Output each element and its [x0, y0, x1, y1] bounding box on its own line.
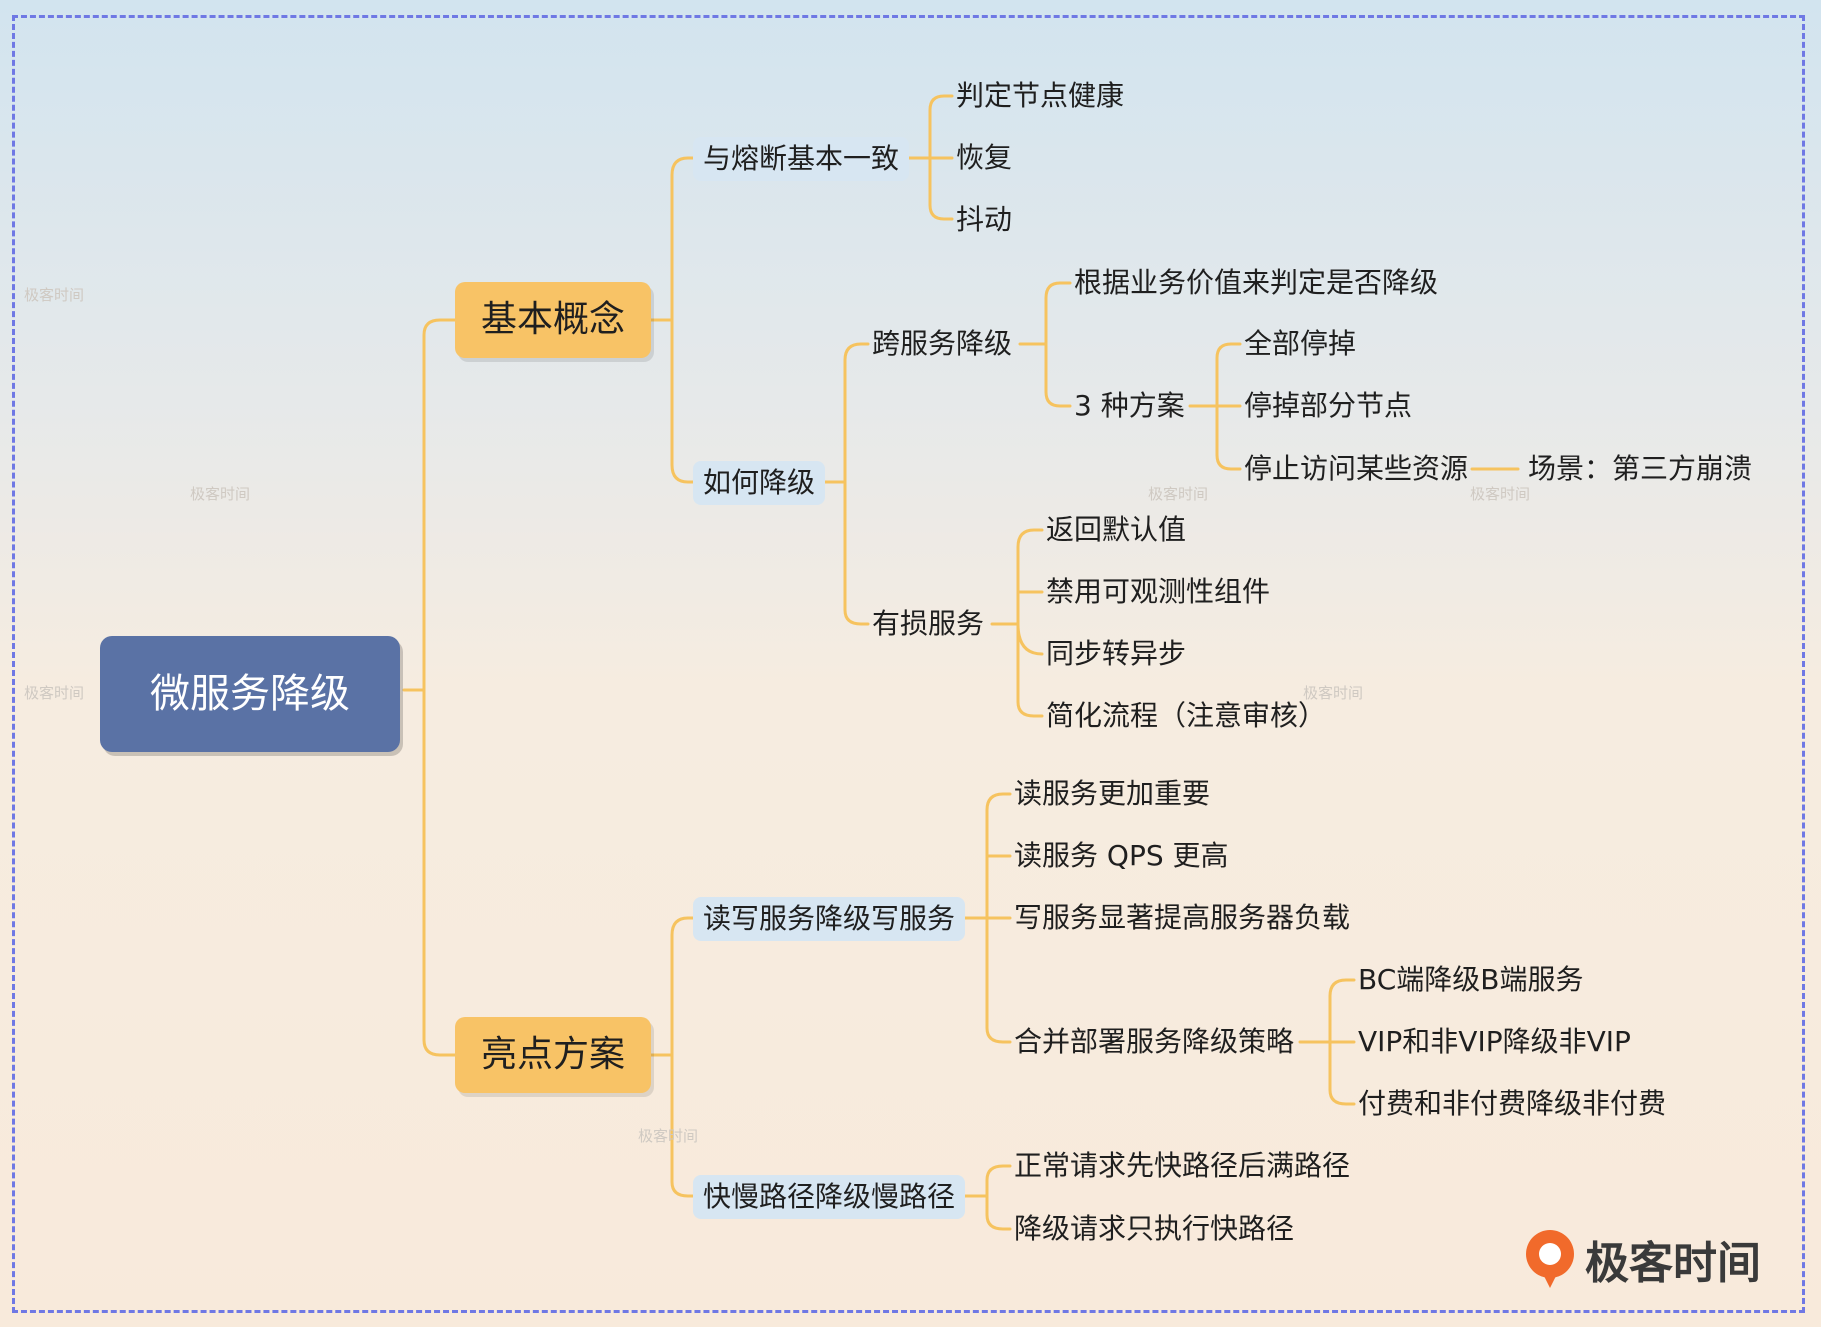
edge-plans	[1188, 342, 1242, 471]
leaf-stop-some-nodes[interactable]: 停掉部分节点	[1244, 389, 1413, 422]
node-lossy-service[interactable]: 有损服务	[872, 607, 985, 640]
leaf-jitter[interactable]: 抖动	[956, 203, 1013, 236]
leaf-read-qps[interactable]: 读服务 QPS 更高	[1014, 839, 1229, 872]
edge-highlight	[648, 916, 697, 1198]
leaf-simplify-flow[interactable]: 简化流程（注意审核）	[1046, 699, 1327, 732]
leaf-degrade-request[interactable]: 降级请求只执行快路径	[1014, 1212, 1295, 1245]
leaf-scenario-third-party[interactable]: 场景：第三方崩溃	[1528, 452, 1753, 485]
edge-merge	[1298, 978, 1356, 1106]
root-node[interactable]: 微服务降级	[100, 636, 400, 752]
edge-fuse	[903, 94, 954, 221]
edge-path	[961, 1164, 1012, 1231]
leaf-return-default[interactable]: 返回默认值	[1046, 513, 1187, 546]
leaf-bc-end[interactable]: BC端降级B端服务	[1358, 963, 1584, 996]
leaf-disable-observability[interactable]: 禁用可观测性组件	[1046, 575, 1271, 608]
dashed-frame	[12, 15, 1805, 1313]
leaf-recover[interactable]: 恢复	[956, 141, 1013, 174]
watermark: 极客时间	[1470, 485, 1531, 503]
brand-icon	[1526, 1230, 1574, 1288]
brand-text: 极客时间	[1585, 1238, 1761, 1289]
leaf-write-load[interactable]: 写服务显著提高服务器负载	[1014, 901, 1351, 934]
leaf-stop-all[interactable]: 全部停掉	[1244, 327, 1357, 360]
leaf-vip[interactable]: VIP和非VIP降级非VIP	[1358, 1025, 1631, 1058]
node-merge-deploy[interactable]: 合并部署服务降级策略	[1014, 1025, 1295, 1058]
node-basic-concept[interactable]: 基本概念	[455, 282, 652, 358]
edge-basic	[648, 156, 697, 484]
watermark: 极客时间	[638, 1127, 699, 1145]
edge-lossy	[990, 528, 1044, 718]
leaf-sync-to-async[interactable]: 同步转异步	[1046, 637, 1187, 670]
leaf-judge-health[interactable]: 判定节点健康	[956, 79, 1125, 112]
leaf-read-important[interactable]: 读服务更加重要	[1014, 777, 1211, 810]
edge-rw	[961, 792, 1012, 1044]
leaf-stop-resources[interactable]: 停止访问某些资源	[1244, 452, 1469, 485]
node-fast-slow-path[interactable]: 快慢路径降级慢路径	[693, 1175, 966, 1219]
brand-logo: 极客时间	[1523, 1227, 1761, 1291]
watermark: 极客时间	[24, 684, 85, 702]
node-rw-degrade[interactable]: 读写服务降级写服务	[693, 897, 966, 941]
node-how-degrade[interactable]: 如何降级	[693, 461, 826, 505]
watermark: 极客时间	[1303, 684, 1364, 702]
node-highlight-plan[interactable]: 亮点方案	[455, 1017, 652, 1093]
watermark: 极客时间	[1148, 485, 1209, 503]
leaf-normal-request[interactable]: 正常请求先快路径后满路径	[1014, 1149, 1351, 1182]
edge-how	[821, 342, 870, 626]
node-fuse-consistent[interactable]: 与熔断基本一致	[693, 137, 910, 181]
node-three-plans[interactable]: 3 种方案	[1074, 389, 1185, 422]
node-cross-service[interactable]: 跨服务降级	[872, 327, 1013, 360]
edge-root	[402, 318, 457, 1057]
edge-cross	[1018, 281, 1072, 408]
leaf-business-value[interactable]: 根据业务价值来判定是否降级	[1074, 266, 1439, 299]
leaf-paid[interactable]: 付费和非付费降级非付费	[1358, 1087, 1667, 1120]
watermark: 极客时间	[24, 286, 85, 304]
watermark: 极客时间	[190, 485, 251, 503]
